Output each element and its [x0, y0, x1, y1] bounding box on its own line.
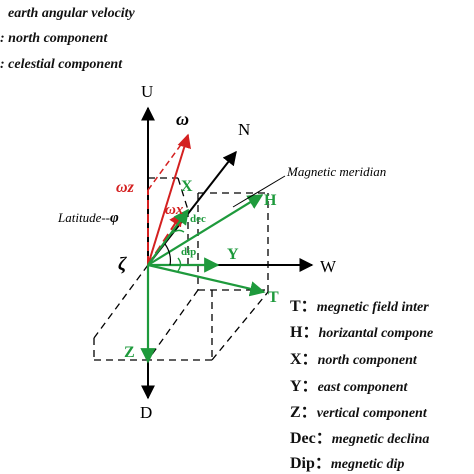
t-label: T [268, 289, 279, 306]
legend-desc: east component [317, 380, 408, 395]
y-label: Y [227, 246, 239, 263]
dec-label: dec [190, 213, 206, 225]
legend-desc: megnetic declina [331, 432, 430, 447]
legend-row-dip: Dip：megnetic dip [290, 449, 404, 473]
legend-key: Dec： [290, 430, 332, 447]
top-legend-3: : celestial component [0, 57, 123, 72]
omega-z-label: ωz [116, 179, 135, 196]
legend-desc: horizantal compone [318, 326, 434, 341]
axis-north-label: N [238, 120, 250, 139]
omega-x-label: ωx [165, 202, 184, 218]
legend-row-z: Z：vertical component [290, 398, 427, 422]
meridian-leader [232, 175, 286, 208]
zeta-label: ζ [118, 254, 127, 275]
legend-row-dec: Dec：megnetic declina [290, 424, 429, 448]
top-legend-1: earth angular velocity [8, 6, 135, 21]
magnetic-meridian-label: Magnetic meridian [286, 164, 386, 179]
omega-x-vector [147, 211, 183, 266]
legend-desc: megnetic field inter [316, 300, 429, 315]
legend-key: Dip： [290, 455, 331, 472]
omega-connector [147, 134, 189, 191]
x-label: X [181, 178, 193, 195]
h-vector [147, 194, 264, 266]
legend-key: Z： [290, 404, 317, 421]
t-vector [147, 263, 266, 297]
legend-row-t: T：megnetic field inter [290, 292, 429, 316]
z-label: Z [124, 344, 135, 361]
x-vector [147, 208, 189, 266]
legend-key: H： [290, 324, 319, 341]
legend-desc: megnetic dip [330, 457, 405, 472]
legend-key: T： [290, 298, 317, 315]
legend-key: Y： [290, 378, 318, 395]
top-legend-2: : north component [0, 31, 108, 46]
legend-row-h: H：horizantal compone [290, 318, 433, 342]
omega-label: ω [176, 109, 189, 129]
axis-down-label: D [140, 403, 152, 422]
dip-label: dip [181, 246, 196, 258]
legend-desc: north component [317, 353, 417, 368]
legend-row-x: X：north component [290, 345, 417, 369]
omega-vector [147, 133, 191, 266]
legend-key: X： [290, 351, 318, 368]
legend-row-y: Y：east component [290, 372, 407, 396]
dip-arc [177, 257, 182, 272]
legend-desc: vertical component [316, 406, 427, 421]
axis-up-label: U [141, 82, 153, 101]
axis-west-label: W [320, 257, 337, 276]
dec-arc [170, 229, 185, 235]
latitude-arc [164, 243, 172, 266]
h-label: H [264, 192, 277, 209]
latitude-label: Latitude--φ [57, 210, 119, 226]
